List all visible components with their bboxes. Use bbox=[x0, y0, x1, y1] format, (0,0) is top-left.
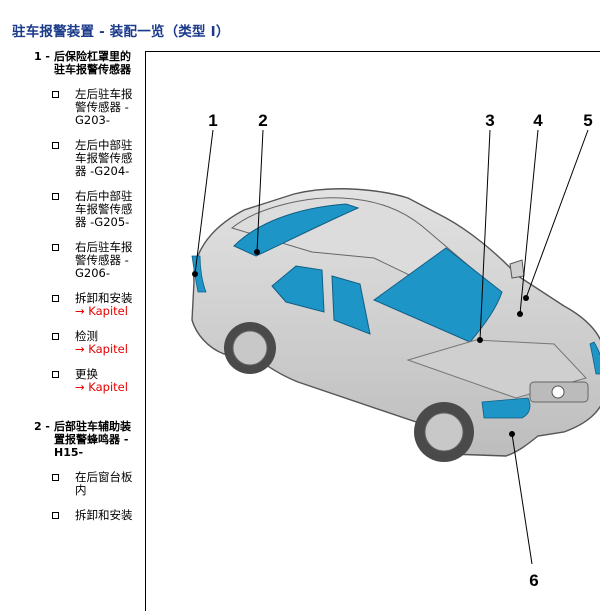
sub-item-text: 右后中部驻车报警传感器 -G205- bbox=[75, 189, 133, 229]
item-label: 后部驻车辅助装置报警蜂鸣器 -H15- bbox=[54, 420, 131, 459]
list-item: 在后窗台板内 bbox=[28, 471, 140, 497]
callout-3: 3 bbox=[485, 111, 494, 130]
page-title: 驻车报警装置 - 装配一览（类型 Ⅰ） bbox=[12, 24, 230, 40]
list-item: 左后中部驻车报警传感器 -G204- bbox=[28, 139, 140, 178]
callout-leader-lines bbox=[194, 129, 589, 565]
square-bullet-icon bbox=[50, 331, 61, 340]
item-number: 1 - bbox=[33, 50, 50, 63]
callout-6: 6 bbox=[529, 571, 538, 590]
parts-list-item-1: 1 - 后保险杠罩里的驻车报警传感器 左后驻车报警传感器 -G203- 左后中部… bbox=[28, 50, 140, 394]
square-bullet-icon bbox=[50, 140, 61, 149]
square-bullet-icon bbox=[50, 293, 61, 302]
sub-item-text: 检测 bbox=[75, 329, 98, 343]
front-wheel bbox=[414, 402, 474, 462]
kapitel-link[interactable]: → Kapitel bbox=[75, 342, 128, 356]
kapitel-link[interactable]: → Kapitel bbox=[75, 304, 128, 318]
square-bullet-icon bbox=[50, 89, 61, 98]
square-bullet-icon bbox=[50, 472, 61, 481]
side-window-rear bbox=[271, 265, 325, 313]
rear-wheel bbox=[224, 322, 276, 374]
callout-1: 1 bbox=[208, 111, 217, 130]
square-bullet-icon bbox=[50, 510, 61, 519]
list-item: 检测 → Kapitel bbox=[28, 330, 140, 356]
item-number: 2 - bbox=[33, 420, 50, 433]
sub-item-text: 在后窗台板内 bbox=[75, 470, 133, 497]
side-mirror bbox=[509, 259, 525, 279]
kapitel-link[interactable]: → Kapitel bbox=[75, 380, 128, 394]
sub-item-text: 左后驻车报警传感器 -G203- bbox=[75, 87, 133, 127]
rear-bumper-sensor-area bbox=[191, 255, 207, 293]
parts-list: 1 - 后保险杠罩里的驻车报警传感器 左后驻车报警传感器 -G203- 左后中部… bbox=[28, 50, 140, 522]
front-bumper-sensor-area bbox=[481, 397, 531, 419]
square-bullet-icon bbox=[50, 369, 61, 378]
callout-5: 5 bbox=[583, 111, 592, 130]
callout-4: 4 bbox=[533, 111, 543, 130]
square-bullet-icon bbox=[50, 242, 61, 251]
sub-item-text: 拆卸和安装 bbox=[75, 508, 133, 522]
callout-2: 2 bbox=[258, 111, 267, 130]
list-item: 右后中部驻车报警传感器 -G205- bbox=[28, 190, 140, 229]
brand-emblem-icon bbox=[551, 385, 565, 399]
sub-item-text: 拆卸和安装 bbox=[75, 291, 133, 305]
assembly-diagram: 1 2 3 4 5 6 bbox=[145, 51, 600, 611]
sub-item-text: 更换 bbox=[75, 367, 98, 381]
item-label: 后保险杠罩里的驻车报警传感器 bbox=[54, 50, 131, 76]
parts-list-item-2: 2 - 后部驻车辅助装置报警蜂鸣器 -H15- 在后窗台板内 拆卸和安装 bbox=[28, 420, 140, 522]
rear-window bbox=[233, 203, 360, 257]
list-item: 左后驻车报警传感器 -G203- bbox=[28, 88, 140, 127]
list-item: 右后驻车报警传感器 -G206- bbox=[28, 241, 140, 280]
sub-item-text: 左后中部驻车报警传感器 -G204- bbox=[75, 138, 133, 178]
car-illustration: 1 2 3 4 5 6 bbox=[191, 111, 600, 590]
front-bumper-sensor-area-right bbox=[589, 341, 600, 375]
list-item: 拆卸和安装 → Kapitel bbox=[28, 292, 140, 318]
square-bullet-icon bbox=[50, 191, 61, 200]
sub-item-text: 右后驻车报警传感器 -G206- bbox=[75, 240, 133, 280]
list-item: 更换 → Kapitel bbox=[28, 368, 140, 394]
sensor-markers bbox=[192, 249, 529, 437]
list-item: 拆卸和安装 bbox=[28, 509, 140, 522]
side-window-front bbox=[331, 275, 371, 335]
